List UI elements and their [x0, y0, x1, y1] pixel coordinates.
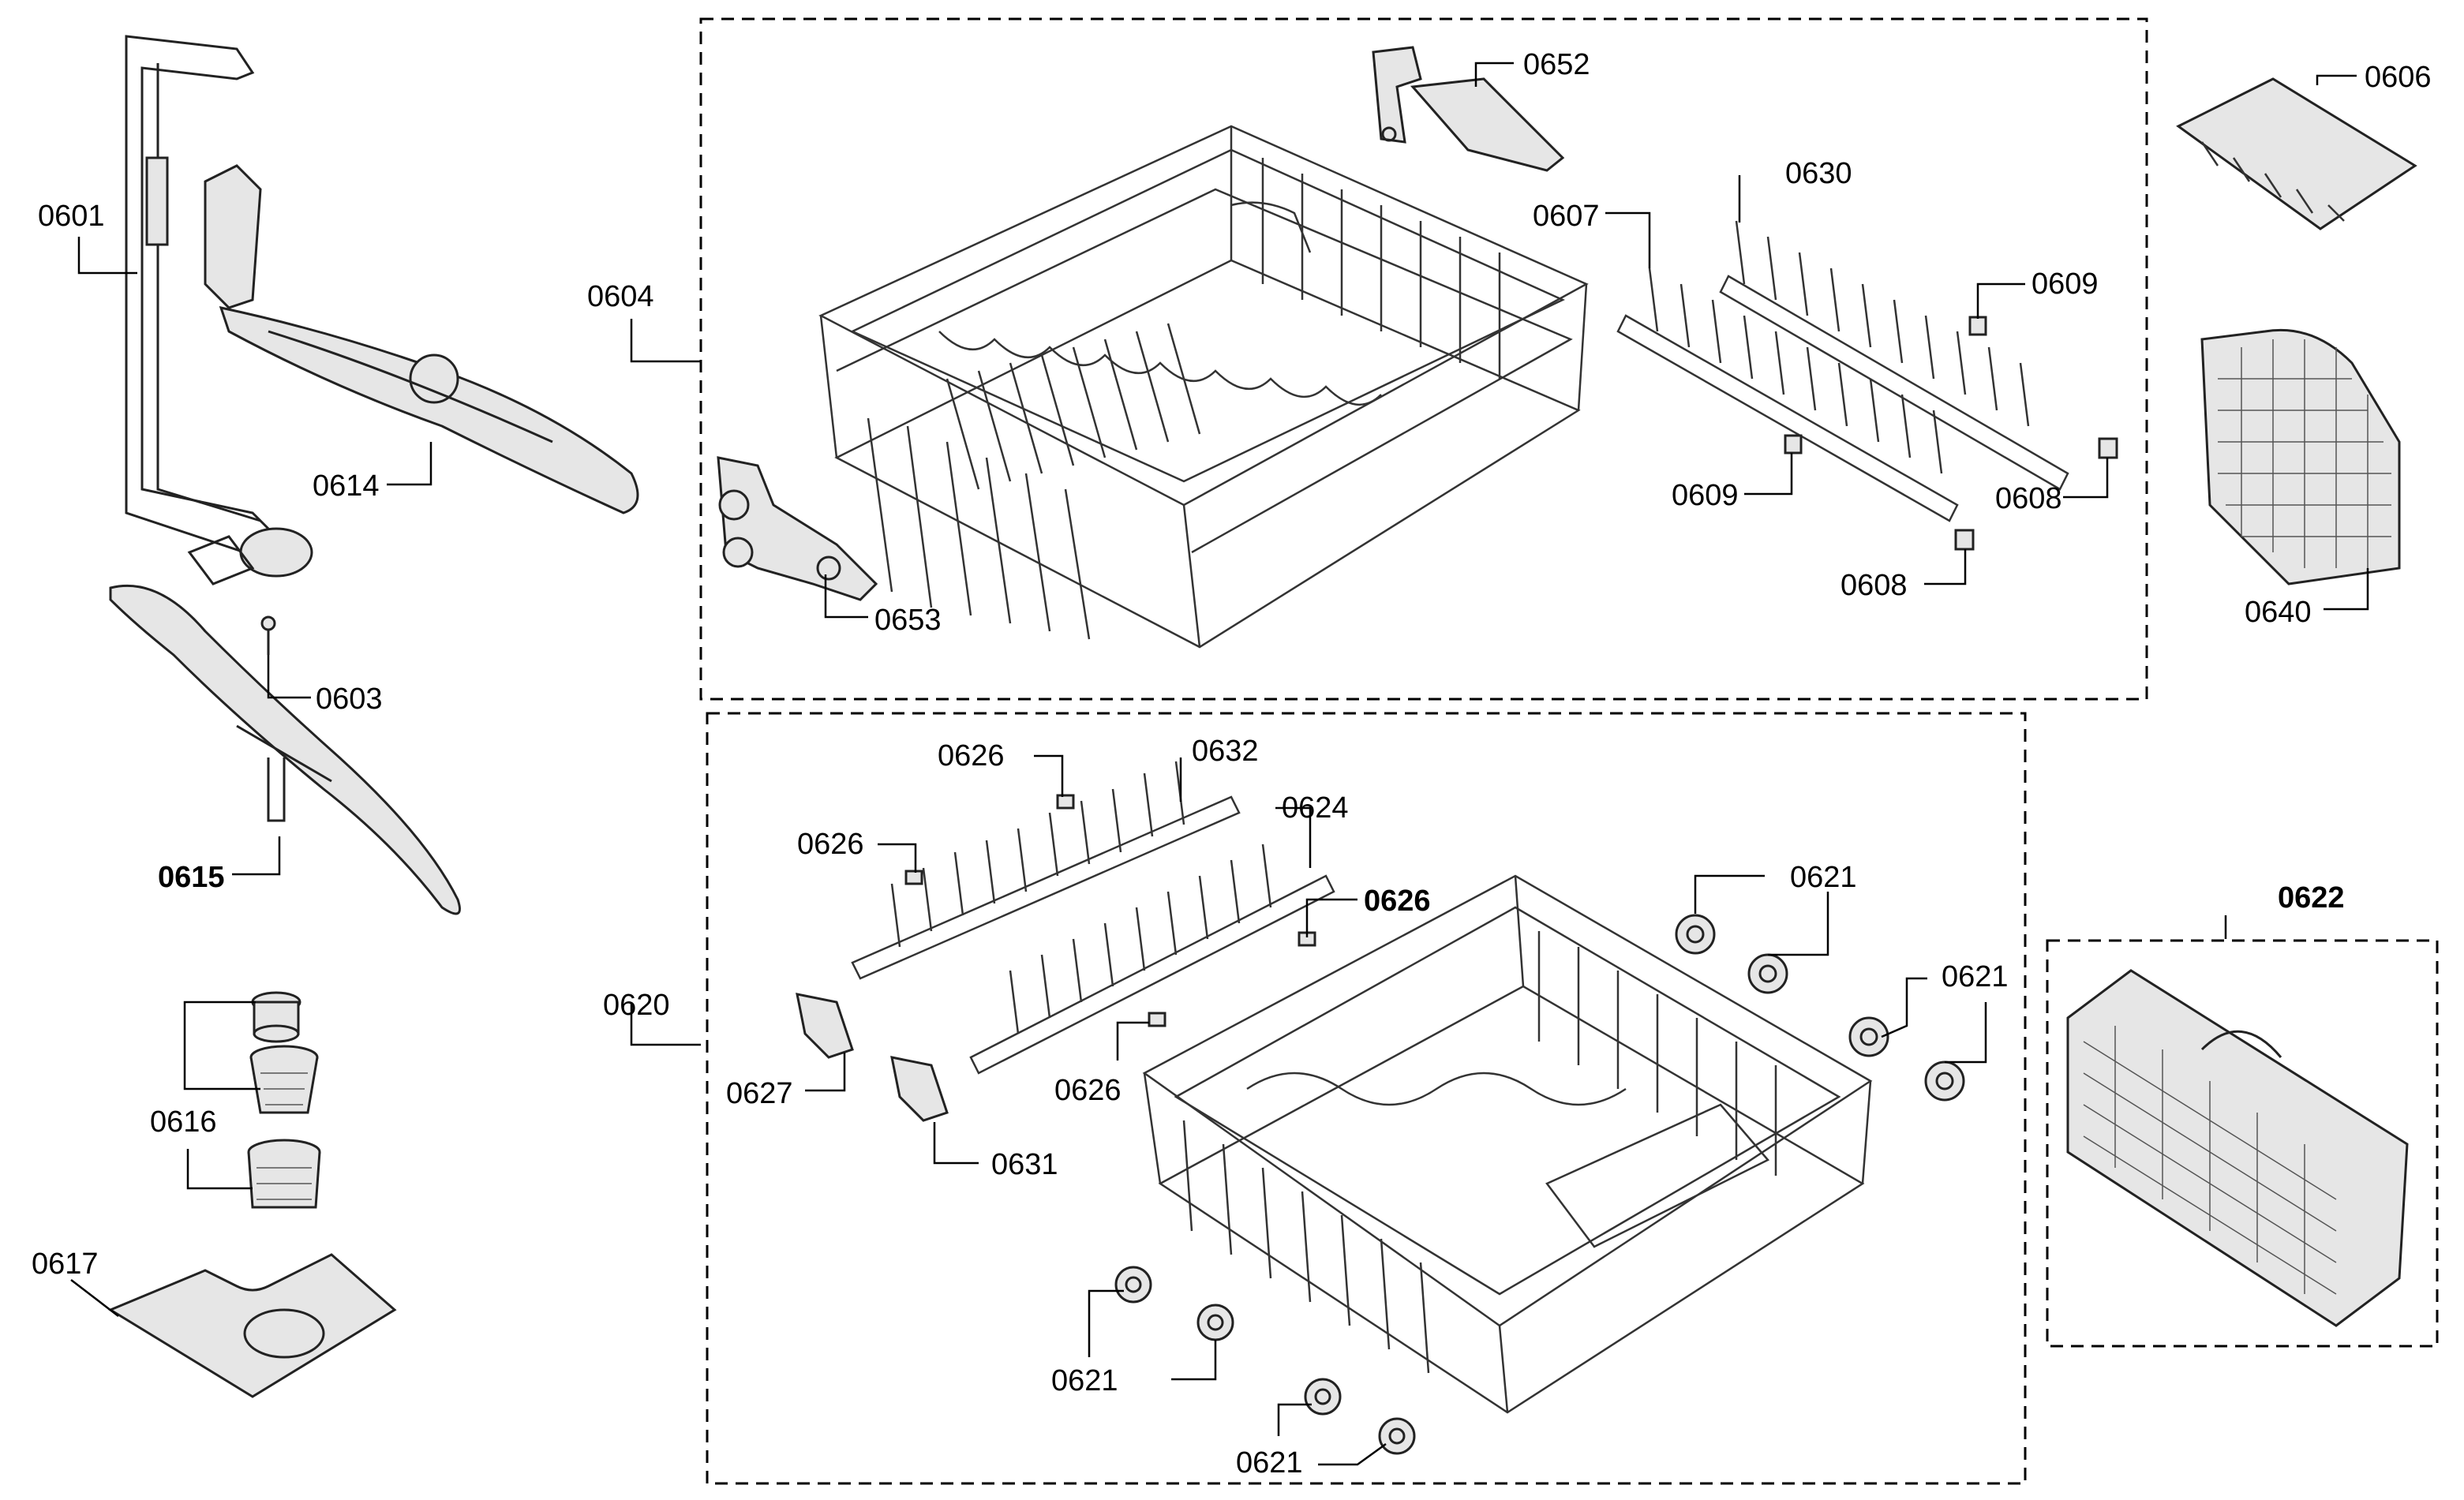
lower-rack-group-box — [706, 712, 2027, 1485]
label-0631: 0631 — [991, 1148, 1058, 1181]
label-0626-bottom: 0626 — [1054, 1074, 1122, 1107]
wheel-0621-1-part — [1675, 914, 1716, 955]
label-0632: 0632 — [1192, 735, 1259, 768]
filter-mesh-part — [249, 1045, 319, 1114]
tine-bracket-0627-part — [796, 993, 854, 1059]
cutlery-basket-part — [2066, 969, 2409, 1327]
clip-0608-right-part — [2098, 437, 2118, 459]
part-labels: 0601 0614 0603 0615 0616 0617 0604 0652 … — [32, 48, 2432, 1479]
rack-adjuster-top-part — [1372, 46, 1565, 172]
label-0606: 0606 — [2365, 61, 2432, 94]
screw-part — [260, 615, 276, 655]
filter-cap-part — [251, 991, 301, 1043]
clip-0609-upper-part — [1968, 316, 1987, 336]
label-0621-bottom-2: 0621 — [1236, 1446, 1303, 1479]
label-0626-top: 0626 — [938, 739, 1005, 772]
wheel-0621-2-part — [1747, 953, 1788, 994]
cutlery-basket-group-box — [2046, 939, 2439, 1348]
cup-shelf-part — [2176, 77, 2417, 230]
tine-row-front-part — [1616, 267, 1959, 522]
label-0608-lower: 0608 — [1841, 569, 1908, 602]
label-0622: 0622 — [2278, 881, 2345, 915]
wheel-0621-3-part — [1848, 1016, 1889, 1057]
label-0609-lower: 0609 — [1672, 479, 1739, 512]
tine-row-0632-part — [851, 761, 1241, 980]
wheel-0621-5-part — [1114, 1266, 1152, 1304]
clip-0608-lower-part — [1954, 529, 1975, 551]
label-0614: 0614 — [313, 469, 380, 503]
label-0626-left: 0626 — [797, 828, 864, 861]
label-0621-top-1: 0621 — [1790, 861, 1857, 894]
clip-0626-bottom-part — [1148, 1012, 1166, 1027]
label-0615: 0615 — [158, 861, 225, 894]
clip-0609-lower-part — [1784, 434, 1803, 454]
label-0608-right: 0608 — [1995, 482, 2062, 515]
label-0617: 0617 — [32, 1248, 99, 1281]
label-0640: 0640 — [2245, 596, 2312, 629]
upper-rack-group-box — [699, 17, 2148, 701]
label-0620: 0620 — [603, 989, 670, 1022]
label-0604: 0604 — [587, 280, 654, 313]
label-0601: 0601 — [38, 200, 105, 233]
label-0624: 0624 — [1282, 791, 1349, 825]
label-0621-top-2: 0621 — [1942, 960, 2009, 993]
rack-adjuster-side-part — [717, 456, 878, 601]
tine-row-0624-part — [969, 844, 1335, 1075]
label-0621-bottom-1: 0621 — [1051, 1364, 1118, 1397]
wheel-0621-8-part — [1378, 1417, 1416, 1455]
upper-rack-part — [818, 125, 1589, 649]
side-basket-part — [2200, 328, 2401, 585]
upper-spray-arm-part — [204, 164, 639, 514]
supply-tube-part — [125, 35, 313, 585]
clip-0626-left-part — [904, 870, 923, 885]
fine-filter-part — [247, 1139, 321, 1209]
label-0607: 0607 — [1533, 200, 1600, 233]
label-0609-upper: 0609 — [2031, 267, 2099, 301]
label-0652: 0652 — [1523, 48, 1590, 81]
label-0630: 0630 — [1785, 157, 1852, 190]
flat-filter-plate-part — [107, 1253, 397, 1398]
clip-0626-top-part — [1056, 794, 1075, 810]
tine-row-rear-part — [1719, 220, 2069, 491]
label-0653: 0653 — [874, 604, 942, 637]
label-0626-right: 0626 — [1364, 885, 1431, 918]
tine-bracket-0631-part — [890, 1056, 949, 1122]
label-0616: 0616 — [150, 1105, 217, 1139]
lower-rack-part — [1142, 874, 1873, 1414]
lower-spray-arm-part — [109, 584, 461, 915]
wheel-0621-4-part — [1924, 1060, 1965, 1102]
leader-lines — [70, 62, 2369, 1466]
wheel-0621-7-part — [1304, 1378, 1342, 1416]
wheel-0621-6-part — [1196, 1304, 1234, 1341]
label-0627: 0627 — [726, 1077, 793, 1110]
label-0603: 0603 — [316, 683, 383, 716]
